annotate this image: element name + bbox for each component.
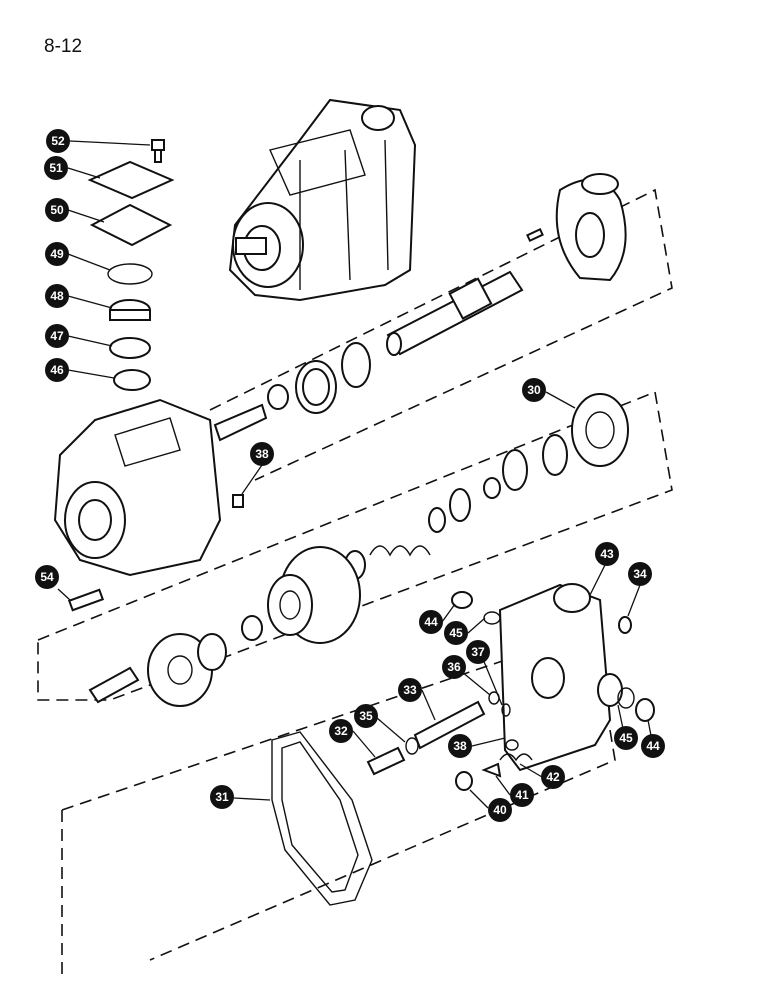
shaft-bearing-illustration (213, 342, 371, 442)
piston-plate-illustration (67, 588, 263, 707)
svg-text:35: 35 (359, 709, 373, 723)
left-parts-stack (87, 139, 175, 391)
svg-text:45: 45 (449, 626, 463, 640)
svg-text:43: 43 (600, 547, 614, 561)
callout-44-left: 44 (419, 610, 443, 634)
svg-text:52: 52 (51, 134, 65, 148)
svg-text:48: 48 (50, 289, 64, 303)
dashed-group-outline-middle (37, 390, 673, 701)
svg-text:40: 40 (493, 803, 507, 817)
assembled-pump-illustration (228, 98, 417, 302)
callout-47: 47 (45, 324, 69, 348)
svg-text:41: 41 (515, 788, 529, 802)
callout-37: 37 (466, 640, 490, 664)
callout-54: 54 (35, 565, 59, 589)
svg-text:32: 32 (334, 724, 348, 738)
callout-46: 46 (45, 358, 69, 382)
valve-components-illustration (366, 691, 533, 791)
swashplate-illustration (526, 173, 627, 282)
callout-41: 41 (510, 783, 534, 807)
svg-text:46: 46 (50, 363, 64, 377)
callout-30: 30 (522, 378, 546, 402)
svg-text:47: 47 (50, 329, 64, 343)
callout-36: 36 (442, 655, 466, 679)
leader-lines (57, 140, 654, 809)
svg-text:34: 34 (633, 567, 647, 581)
svg-text:36: 36 (447, 660, 461, 674)
svg-text:54: 54 (40, 570, 54, 584)
pump-housing-illustration (53, 398, 222, 577)
svg-text:38: 38 (255, 447, 269, 461)
callout-31: 31 (210, 785, 234, 809)
callout-34: 34 (628, 562, 652, 586)
callout-32: 32 (329, 719, 353, 743)
drive-shaft-illustration (386, 270, 524, 356)
end-cover-illustration (451, 583, 655, 772)
svg-text:51: 51 (49, 161, 63, 175)
page-number: 8-12 (44, 36, 83, 57)
callout-48: 48 (45, 284, 69, 308)
svg-text:31: 31 (215, 790, 229, 804)
svg-text:44: 44 (424, 615, 438, 629)
callout-50: 50 (45, 198, 69, 222)
callout-40: 40 (488, 798, 512, 822)
callout-38-upper: 38 (250, 442, 274, 466)
callout-52: 52 (46, 129, 70, 153)
svg-text:50: 50 (50, 203, 64, 217)
callout-51: 51 (44, 156, 68, 180)
svg-text:38: 38 (453, 739, 467, 753)
svg-text:37: 37 (471, 645, 485, 659)
svg-text:30: 30 (527, 383, 541, 397)
cylinder-block-illustration (267, 546, 361, 644)
dashed-group-outline-upper (209, 188, 673, 481)
callout-38-lower: 38 (448, 734, 472, 758)
callout-33: 33 (398, 678, 422, 702)
callout-42: 42 (541, 765, 565, 789)
callout-45-left: 45 (444, 621, 468, 645)
callout-49: 49 (45, 242, 69, 266)
svg-text:44: 44 (646, 739, 660, 753)
dashed-group-outline-lower (61, 654, 616, 975)
svg-text:42: 42 (546, 770, 560, 784)
callout-35: 35 (354, 704, 378, 728)
callout-45-right: 45 (614, 726, 638, 750)
callout-44-right: 44 (641, 734, 665, 758)
callout-43: 43 (595, 542, 619, 566)
middle-parts-illustration (232, 434, 568, 580)
gasket-illustration (271, 731, 373, 906)
svg-text:49: 49 (50, 247, 64, 261)
svg-text:45: 45 (619, 731, 633, 745)
port-plate-illustration (571, 393, 629, 467)
svg-text:33: 33 (403, 683, 417, 697)
